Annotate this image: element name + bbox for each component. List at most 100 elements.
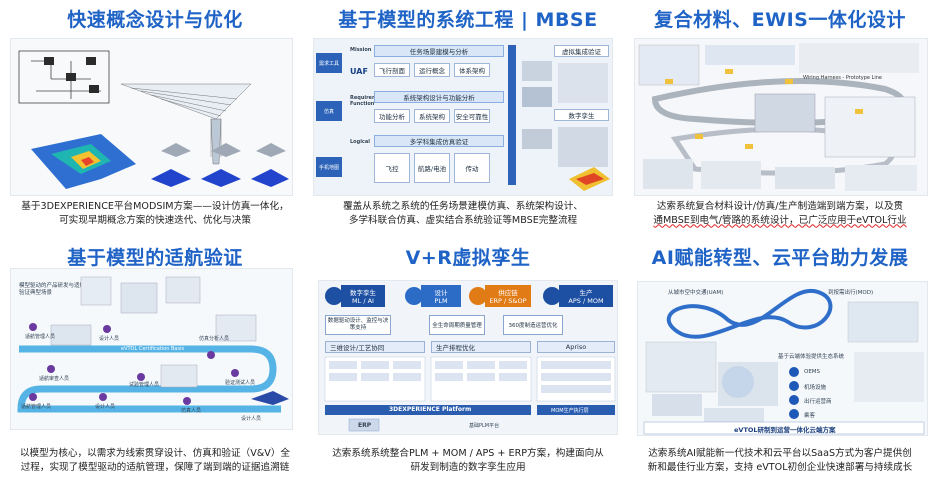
side-label: 手机地图 xyxy=(316,157,342,177)
panel-5-image: 数字孪生 ML / AI 设计 PLM 供应链 ERP / S&OP 生产 AP… xyxy=(318,280,618,435)
requirement-item: 系统架构 xyxy=(414,109,450,123)
uam-label: 从城市空中交通(UAM) xyxy=(668,290,724,296)
requirement-item: 安全可靠性 xyxy=(454,109,490,123)
mission-item: 运行概念 xyxy=(414,63,450,77)
platform-label: 3DEXPERIENCE Platform xyxy=(389,406,472,413)
caption-line: 达索系统AI赋能新一代技术和云平台以SaaS方式为客户提供创 xyxy=(648,448,912,459)
logical-label: Logical xyxy=(350,139,370,145)
role-label: 适航管理人员 xyxy=(21,404,52,410)
logical-item: 传动 xyxy=(454,153,490,183)
c2-label-a: 设计 xyxy=(434,289,448,297)
composite-ewis-figure xyxy=(638,43,919,191)
panel-6-image: 从城市空中交通(UAM) 到按需出行(MOD) 基于云端体验提供生态系统 OEM… xyxy=(637,281,928,436)
role-label: 验证测试人员 xyxy=(225,380,256,386)
requirement-box: 系统架构设计与功能分析 xyxy=(374,91,504,103)
c2-icon xyxy=(405,287,423,305)
c2-box: 设计 PLM xyxy=(421,285,461,307)
airport-label: 机场设施 xyxy=(804,385,827,391)
erp-label: ERP xyxy=(358,422,372,429)
panel-1-caption: 基于3DEXPERIENCE平台MODSIM方案——设计仿真一体化， 可实现早期… xyxy=(10,200,300,227)
mod-label: 到按需出行(MOD) xyxy=(828,290,874,296)
caption-line: 过程，实现了模型驱动的适航管理，保障了端到端的证据追溯链 xyxy=(20,461,290,473)
caption-line: 以模型为核心，以需求为线索贯穿设计、仿真和验证（V&V）全 xyxy=(19,448,291,459)
role-label: 设计人员 xyxy=(95,404,116,410)
logical-item: 航路/电池 xyxy=(414,153,450,183)
header-text: Wiring Harness - Prototype Line xyxy=(803,75,882,81)
caption-line: 基于3DEXPERIENCE平台MODSIM方案——设计仿真一体化， xyxy=(21,201,289,212)
consumer-label: 乘客 xyxy=(804,413,816,419)
c4-label-b: APS / MOM xyxy=(568,297,604,305)
panel-6-caption: 达索系统AI赋能新一代技术和云平台以SaaS方式为客户提供创 新和最佳行业方案，… xyxy=(630,447,930,474)
caption-line: 新和最佳行业方案，支持 eVTOL初创企业快速部署与持续成长 xyxy=(647,461,913,473)
cloud-label: 基于云端体验提供生态系统 xyxy=(778,354,845,360)
c3-label-a: 供应链 xyxy=(498,289,518,297)
panel-2-caption: 覆盖从系统之系统的任务场景建模仿真、系统架构设计、 多学科联合仿真、虚实结合系统… xyxy=(313,200,613,227)
airworthiness-figure xyxy=(17,276,289,413)
panel-4-title: 基于模型的适航验证 xyxy=(67,247,243,269)
scenario-label: 模型驱动的产品研发与适航验证典型场景 xyxy=(19,283,86,296)
right-box: 数字孪生 xyxy=(554,109,609,121)
c2-label-b: PLM xyxy=(434,297,448,305)
side-label: 仿真 xyxy=(316,101,342,121)
c4-box: 生产 APS / MOM xyxy=(559,285,613,307)
side-label: 需求工具 xyxy=(316,53,342,73)
caption-line: 可实现早期概念方案的快速迭代、优化与决策 xyxy=(59,214,251,226)
panel-2-title: 基于模型的系统工程 | MBSE xyxy=(338,9,598,31)
role-label: 设计人员 xyxy=(241,416,262,422)
c3-box: 供应链 ERP / S&OP xyxy=(485,285,531,307)
panel-3-caption: 达索系统复合材料设计/仿真/生产制造端到端方案，以及贯 通MBSE到电气/管路的… xyxy=(630,200,930,227)
panel-5-caption: 达索系统系统整合PLM + MOM / APS + ERP方案，构建面向从 研发… xyxy=(318,447,618,474)
mission-item: 体系架构 xyxy=(454,63,490,77)
panel-5-title: V+R虚拟孪生 xyxy=(405,247,531,269)
panel-1-image xyxy=(10,38,293,196)
panel-4-caption: 以模型为核心，以需求为线索贯穿设计、仿真和验证（V&V）全 过程，实现了模型驱动… xyxy=(10,447,300,474)
role-label: 设计人员 xyxy=(99,336,120,342)
app-box: 全生命周期质量管理 xyxy=(429,315,485,335)
c3-icon xyxy=(469,287,487,305)
cert-basis-label: eVTOL Certification Basis xyxy=(121,346,185,352)
section-box: 三维设计/工艺协同 xyxy=(325,341,425,353)
service-label: 出行运营商 xyxy=(804,399,832,405)
role-label: 适航管理人员 xyxy=(25,334,56,340)
role-label: 试验管理人员 xyxy=(129,382,160,388)
right-box: 虚拟集成验证 xyxy=(554,45,609,57)
caption-line: 达索系统复合材料设计/仿真/生产制造端到端方案，以及贯 xyxy=(656,201,904,212)
role-label: 适航审查人员 xyxy=(39,376,70,382)
c1-label-b: ML / AI xyxy=(352,297,374,305)
caption-line: 覆盖从系统之系统的任务场景建模仿真、系统架构设计、 xyxy=(343,201,583,212)
requirement-label: Requirement Function xyxy=(350,95,387,107)
role-label: 仿真人员 xyxy=(181,408,202,414)
mbse-right-figure xyxy=(522,61,610,191)
mission-box: 任务场景建模与分析 xyxy=(374,45,504,57)
section-box: 生产排程优化 xyxy=(431,341,531,353)
logical-item: 飞控 xyxy=(374,153,410,183)
c3-label-b: ERP / S&OP xyxy=(489,297,527,305)
panel-4-image: 模型驱动的产品研发与适航验证典型场景 eVTOL Certification B… xyxy=(10,268,293,430)
caption-line: 通MBSE到电气/管路的系统设计，已广泛应用于eVTOL行业 xyxy=(653,214,907,226)
panel-6-title: AI赋能转型、云平台助力发展 xyxy=(651,247,909,269)
mom-exec-label: MOM生产执行层 xyxy=(551,408,589,414)
panel-3-title: 复合材料、EWIS一体化设计 xyxy=(654,9,906,31)
panel-3-image: Wiring Harness - Prototype Line xyxy=(634,38,928,196)
c1-icon xyxy=(325,287,343,305)
panel-2-image: 需求工具 仿真 手机地图 Mission 任务场景建模与分析 UAF 飞行剖面 … xyxy=(313,38,613,196)
concept-design-figure xyxy=(18,50,289,189)
banner-label: eVTOL研制到运营一体化云端方案 xyxy=(734,426,836,434)
c4-label-a: 生产 xyxy=(579,289,593,297)
role-label: 仿真分析人员 xyxy=(199,336,230,342)
divider-bar xyxy=(508,45,516,185)
requirement-item: 功能分析 xyxy=(374,109,410,123)
panel-1-title: 快速概念设计与优化 xyxy=(67,9,243,31)
oems-label: OEMS xyxy=(804,369,821,375)
app-box: 360度制造运营优化 xyxy=(503,315,563,335)
uaf-label: UAF xyxy=(350,67,368,76)
c1-label-a: 数字孪生 xyxy=(350,289,376,297)
logical-box: 多学科集成仿真验证 xyxy=(374,135,504,147)
ai-cloud-figure xyxy=(643,288,925,435)
c4-icon xyxy=(543,287,561,305)
caption-line: 研发到制造的数字孪生应用 xyxy=(410,461,526,473)
section-box: Apriso xyxy=(537,341,615,353)
mission-label: Mission xyxy=(350,47,372,53)
plm-exec-label: 基础PLM平台 xyxy=(469,423,500,429)
mission-item: 飞行剖面 xyxy=(374,63,410,77)
